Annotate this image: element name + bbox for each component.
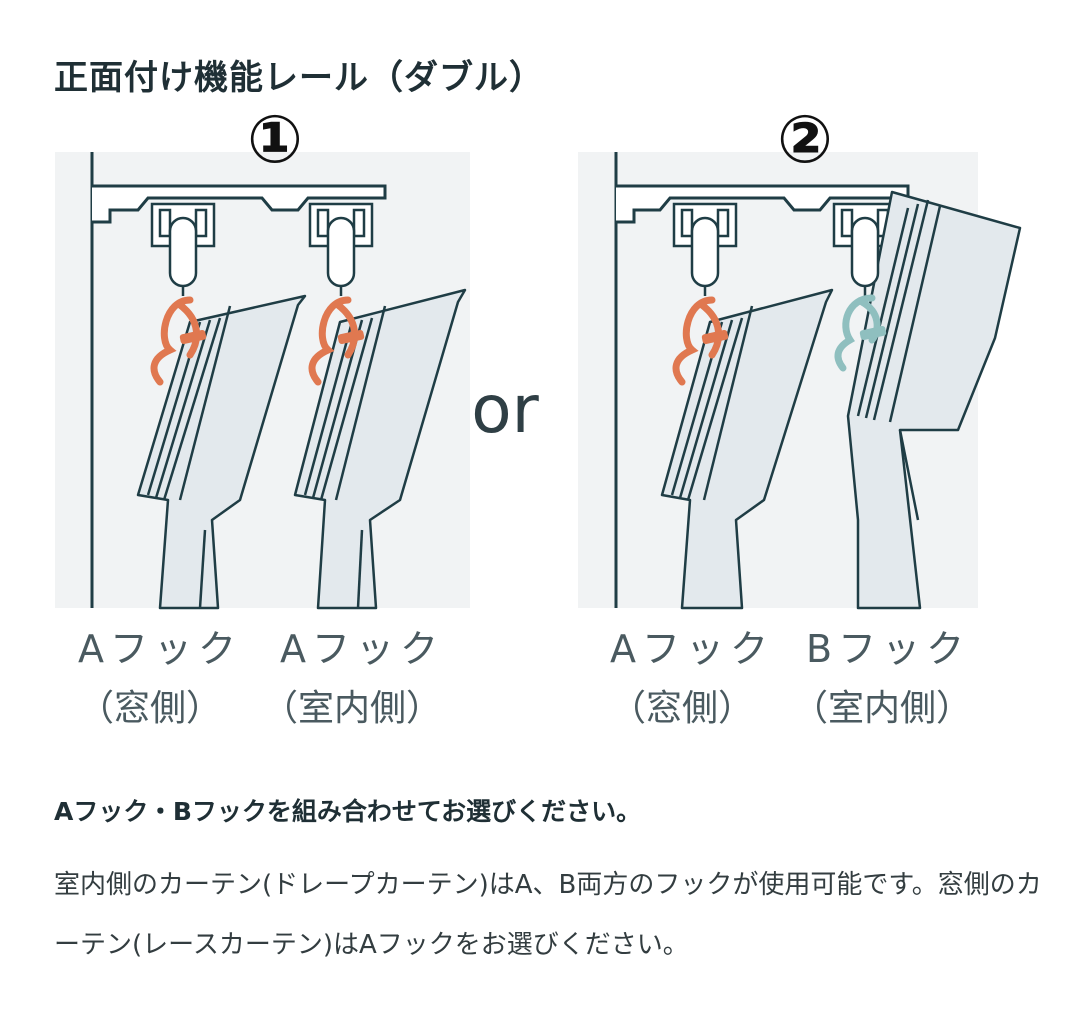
hook-b-room bbox=[834, 216, 887, 372]
hook-a-window-1 bbox=[150, 216, 207, 386]
description-text: 室内側のカーテン(ドレープカーテン)はA、B両方のフックが使用可能です。窓側のカ… bbox=[54, 870, 1042, 960]
option-2-left-side-label: （窓側） bbox=[610, 688, 754, 729]
option-2-right-side-label: （室内側） bbox=[792, 688, 972, 729]
option-1-number: ① bbox=[247, 101, 303, 178]
page-title: 正面付け機能レール（ダブル） bbox=[54, 58, 544, 98]
option-1-right-hook-label: Aフック bbox=[280, 627, 444, 671]
option-1-illustration: ① bbox=[55, 101, 470, 610]
option-2-illustration: ② bbox=[578, 101, 1022, 610]
curtain-room-side-2 bbox=[846, 190, 1022, 610]
curtain-room-side-1 bbox=[293, 288, 467, 610]
curtain-window-side-2 bbox=[660, 288, 834, 610]
or-label: or bbox=[471, 371, 539, 448]
option-2-right-hook-label: Bフック bbox=[806, 627, 970, 671]
hook-a-room-1 bbox=[308, 216, 365, 386]
instruction-heading: Aフック・Bフックを組み合わせてお選びください。 bbox=[54, 797, 642, 826]
option-1-left-side-label: （窓側） bbox=[78, 688, 222, 729]
option-1-left-hook-label: Aフック bbox=[78, 627, 242, 671]
hook-diagram: ① bbox=[55, 101, 1022, 729]
curtain-window-side bbox=[136, 294, 307, 610]
option-2-number: ② bbox=[777, 101, 833, 178]
option-2-left-hook-label: Aフック bbox=[610, 627, 774, 671]
hook-a-window-2 bbox=[672, 216, 729, 386]
option-1-right-side-label: （室内側） bbox=[262, 688, 442, 729]
